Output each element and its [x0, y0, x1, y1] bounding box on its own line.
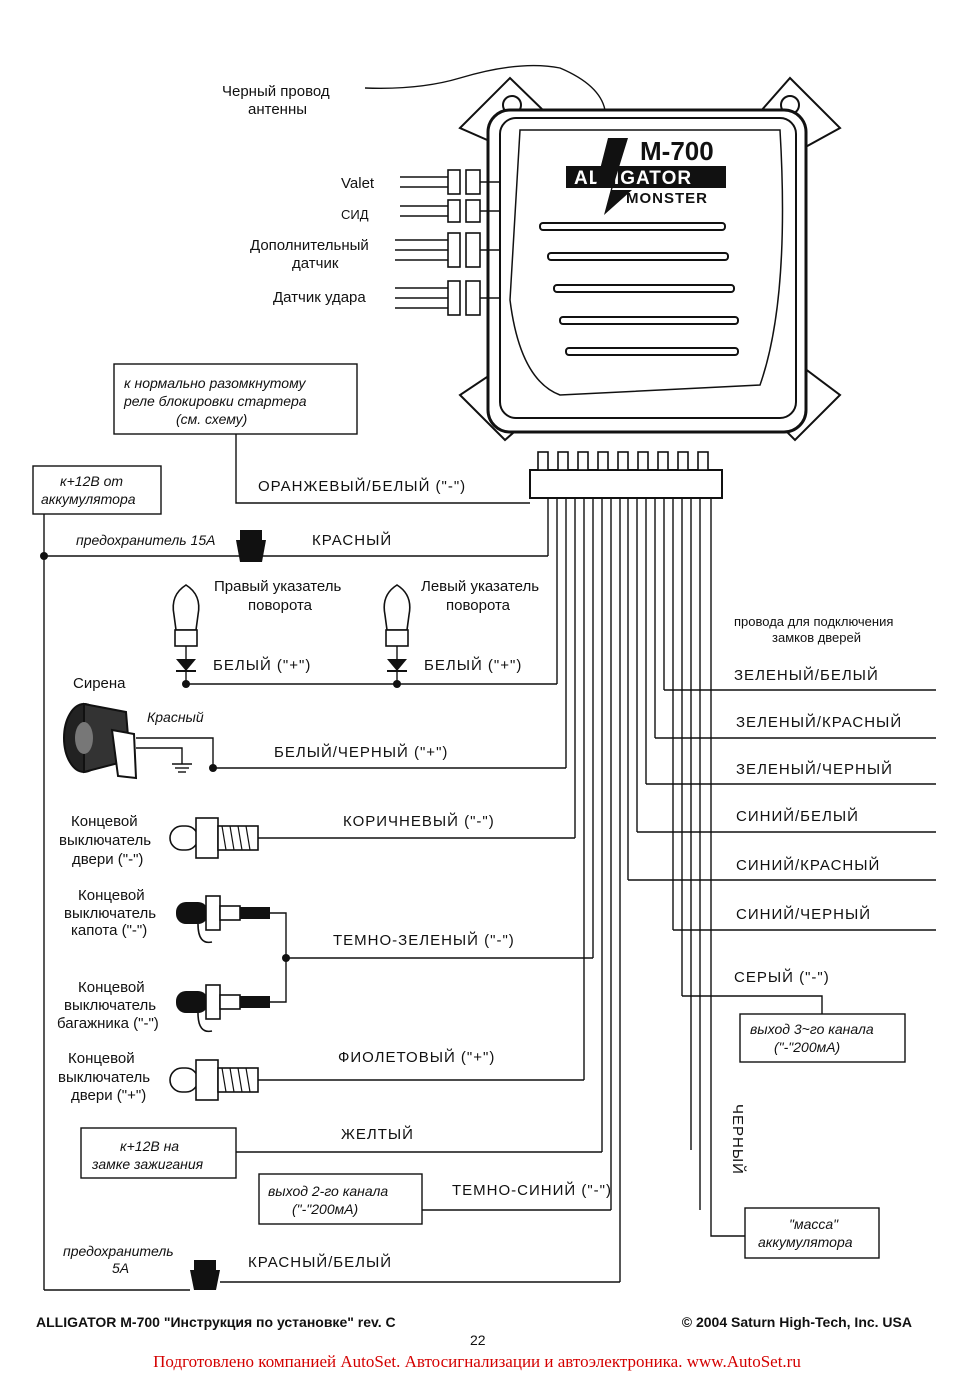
hood-switch-icon [176, 895, 270, 944]
wire-grey: СЕРЫЙ ("-") [734, 968, 830, 986]
wire-dark-blue: ТЕМНО-СИНИЙ ("-") [452, 1181, 612, 1199]
page-number: 22 [470, 1332, 486, 1348]
right-turn-label-2: поворота [248, 597, 313, 614]
battery-box [32, 465, 162, 515]
trunk-label: Концевой [78, 979, 145, 996]
channel3-box [739, 1013, 906, 1063]
wire-bundle [235, 434, 712, 1282]
wire-blue-red: СИНИЙ/КРАСНЫЙ [736, 856, 880, 874]
left-turn-bulb-icon [383, 584, 411, 686]
relay-text-1: к нормально разомкнутому [124, 375, 307, 391]
ground-text-2: аккумулятора [758, 1234, 853, 1250]
extra-sensor-label-2: датчик [292, 255, 339, 272]
trunk-switch-icon [176, 984, 270, 1033]
relay-text-3: (см. схему) [176, 411, 247, 427]
right-turn-bulb-icon [172, 584, 200, 686]
trunk-label-2: выключатель [64, 997, 156, 1014]
door-locks-label: провода для подключения [734, 614, 893, 629]
siren-label: Сирена [73, 675, 126, 692]
wire-blue-white: СИНИЙ/БЕЛЫЙ [736, 807, 859, 825]
ch2-text-1: выход 2-го канала [268, 1183, 388, 1199]
ignition-text-2: замке зажигания [91, 1156, 204, 1172]
ch2-text-2: ("-"200мА) [292, 1201, 358, 1217]
wire-dark-green: ТЕМНО-ЗЕЛЕНЫЙ ("-") [333, 931, 515, 949]
wire-white-right: БЕЛЫЙ ("+") [213, 656, 311, 674]
logo-lightning [596, 138, 632, 215]
hood-label-3: капота ("-") [71, 922, 147, 939]
wire-violet: ФИОЛЕТОВЫЙ ("+") [338, 1048, 495, 1066]
door-minus-label-3: двери ("-") [72, 851, 143, 868]
left-turn-label: Левый указатель [421, 578, 539, 595]
footer-copyright: © 2004 Saturn High-Tech, Inc. USA [681, 1314, 912, 1330]
extra-sensor-label: Дополнительный [250, 237, 369, 254]
left-turn-label-2: поворота [446, 597, 511, 614]
wire-white-black: БЕЛЫЙ/ЧЕРНЫЙ ("+") [274, 743, 448, 761]
control-unit: M-700 ALLIGATOR MONSTER [364, 64, 842, 499]
door-minus-label-2: выключатель [59, 832, 151, 849]
door-plus-label-2: выключатель [58, 1069, 150, 1086]
wire-red: КРАСНЫЙ [312, 531, 392, 549]
channel2-box [258, 1173, 423, 1225]
fuse15-icon [236, 530, 266, 562]
harness-connector [529, 469, 723, 499]
wire-black: ЧЕРНЫЙ [729, 1104, 747, 1175]
trunk-label-3: багажника ("-") [57, 1015, 159, 1032]
wire-brown: КОРИЧНЕВЫЙ ("-") [343, 812, 495, 830]
wire-white-left: БЕЛЫЙ ("+") [424, 656, 522, 674]
wire-yellow: ЖЕЛТЫЙ [341, 1125, 414, 1143]
model-label: M-700 [640, 136, 714, 166]
door-plus-label: Концевой [68, 1050, 135, 1067]
siren-red-label: Красный [147, 709, 204, 725]
wire-orange-white: ОРАНЖЕВЫЙ/БЕЛЫЙ ("-") [258, 477, 466, 495]
led-label: СИД [341, 207, 369, 222]
door-switch-plus-icon [169, 1059, 259, 1101]
door-locks-label-2: замков дверей [772, 630, 861, 645]
valet-label: Valet [341, 175, 375, 192]
battery-text-2: аккумулятора [41, 491, 136, 507]
ignition-box [80, 1127, 237, 1179]
fuse5-label-2: 5А [112, 1260, 129, 1276]
ground-icon [172, 763, 192, 773]
door-switch-minus-icon [169, 817, 259, 859]
wire-green-black: ЗЕЛЕНЫЙ/ЧЕРНЫЙ [736, 760, 893, 778]
shock-sensor-label: Датчик удара [273, 289, 366, 306]
fuse15-label: предохранитель 15А [76, 532, 215, 548]
wire-green-red: ЗЕЛЕНЫЙ/КРАСНЫЙ [736, 713, 902, 731]
battery-text-1: к+12В от [60, 473, 123, 489]
fuse5-label: предохранитель [63, 1243, 174, 1259]
ch3-text-1: выход 3~го канала [750, 1021, 874, 1037]
wire-blue-black: СИНИЙ/ЧЕРНЫЙ [736, 905, 871, 923]
relay-text-2: реле блокировки стартера [123, 393, 307, 409]
door-plus-label-3: двери ("+") [71, 1087, 146, 1104]
logo-monster: MONSTER [626, 190, 708, 207]
logo-alligator: ALLIGATOR [574, 168, 692, 189]
door-minus-label: Концевой [71, 813, 138, 830]
hood-label-2: выключатель [64, 905, 156, 922]
footer-title: ALLIGATOR M-700 "Инструкция по установке… [36, 1314, 396, 1330]
antenna-label-2: антенны [248, 101, 307, 118]
ground-text-1: "масса" [789, 1216, 839, 1232]
ch3-text-2: ("-"200мА) [774, 1039, 840, 1055]
wire-red-white: КРАСНЫЙ/БЕЛЫЙ [248, 1253, 392, 1271]
ignition-text-1: к+12В на [120, 1138, 179, 1154]
wire-green-white: ЗЕЛЕНЫЙ/БЕЛЫЙ [734, 666, 879, 684]
hood-label: Концевой [78, 887, 145, 904]
siren-icon [63, 702, 138, 780]
promo-link[interactable]: Подготовлено компанией AutoSet. Автосигн… [153, 1352, 801, 1371]
fuse5-icon [190, 1260, 220, 1290]
right-turn-label: Правый указатель [214, 578, 342, 595]
ground-box [744, 1207, 880, 1259]
antenna-label: Черный провод [222, 83, 330, 100]
